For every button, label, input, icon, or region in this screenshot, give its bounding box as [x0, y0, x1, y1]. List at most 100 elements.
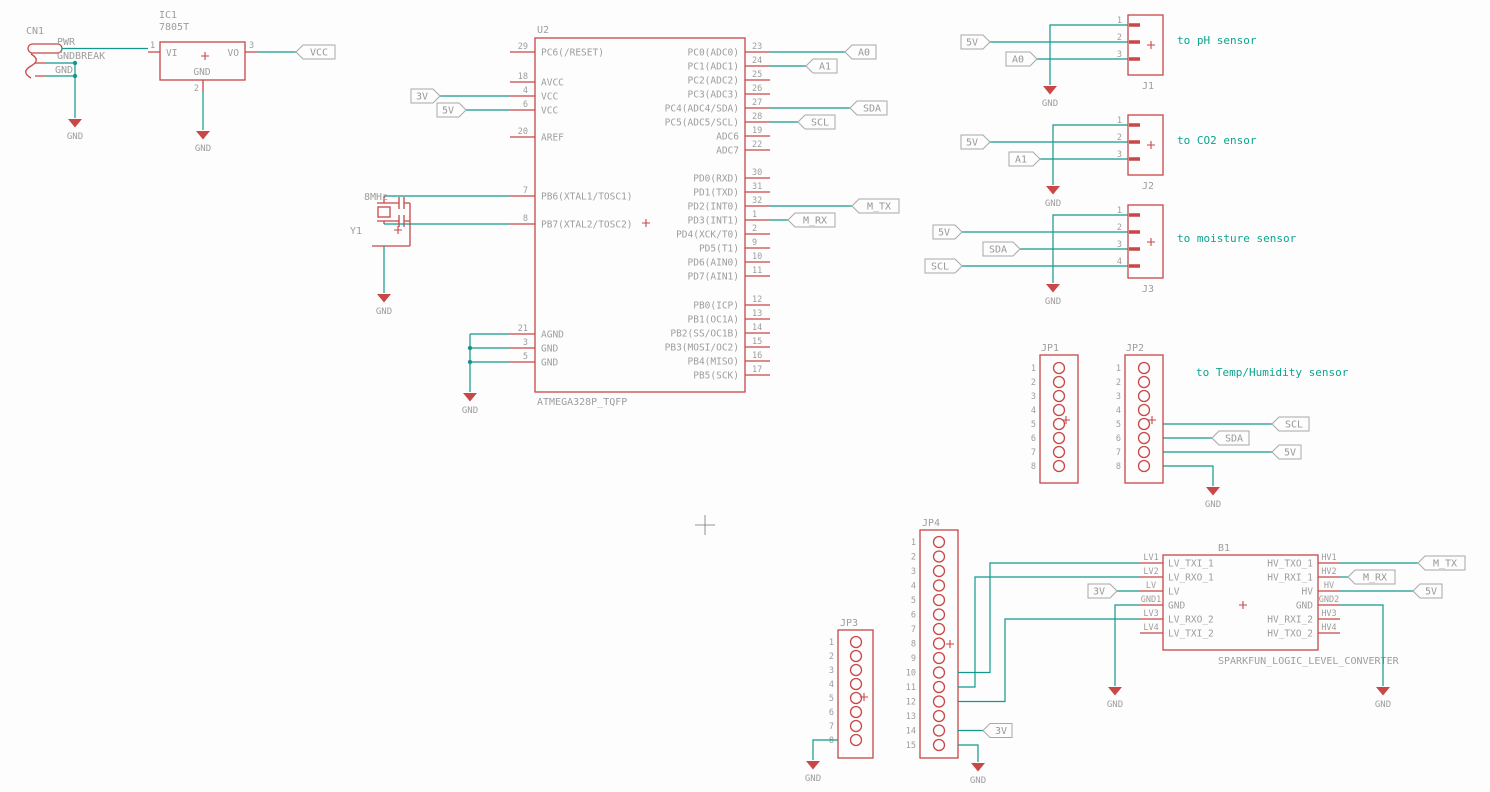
net-wire-gnd[interactable] — [1163, 465, 1214, 486]
pin-number: 10 — [906, 669, 916, 679]
net-flag-5v[interactable] — [960, 134, 991, 150]
net-wire-lv2[interactable] — [958, 576, 1140, 688]
header-jp4[interactable]: JP4 1 2 3 4 5 6 7 — [906, 518, 1140, 786]
pin-row: 3 — [911, 564, 946, 578]
net-flag-5v[interactable] — [1271, 444, 1302, 460]
pin-number: 1 — [1117, 206, 1122, 216]
gnd-symbol[interactable] — [1046, 284, 1060, 293]
connector-j2[interactable]: 1 2 3 5V A1 GND to CO2 ensor J2 — [960, 114, 1257, 209]
pin-row: 2 PD4(XCK/T0) — [676, 224, 770, 241]
net-flag-3v[interactable] — [1087, 583, 1118, 599]
pin-number: 1 — [1116, 364, 1121, 374]
mcu-body[interactable] — [534, 37, 746, 393]
net-wire-gnd[interactable] — [1049, 24, 1128, 85]
net-wire-lv1[interactable] — [958, 562, 1140, 674]
gnd-symbol[interactable] — [196, 131, 210, 140]
header-body[interactable] — [1039, 354, 1079, 484]
net-flag-a1[interactable] — [1008, 151, 1041, 167]
gnd-symbol[interactable] — [1206, 487, 1220, 496]
net-wire-gnd[interactable] — [46, 62, 76, 118]
pin-number: 13 — [906, 712, 916, 722]
mcu-u2[interactable]: U2 ATMEGA328P_TQFP 29 PC6(/RESET) 18 AVC… — [410, 25, 900, 416]
connector-j3[interactable]: 1 2 3 4 5V SDA SCL GND to moisture senso… — [924, 204, 1297, 307]
pin-name: GND — [541, 344, 558, 355]
resonator-y1[interactable]: GND 8MHz Y1 — [350, 192, 510, 317]
net-flag-scl[interactable] — [924, 258, 963, 274]
net-flag-vcc[interactable] — [295, 44, 336, 60]
connector-body[interactable] — [1127, 14, 1164, 76]
power-jack-cn1[interactable]: CN1 PWR GNDBREAK GND GND — [25, 26, 148, 142]
net-flag-a0[interactable] — [1005, 51, 1038, 67]
gnd-symbol[interactable] — [806, 761, 820, 770]
pin-number: 3 — [523, 338, 528, 348]
pin-number: 3 — [1117, 50, 1122, 60]
net-flag-mrx[interactable] — [1347, 569, 1396, 585]
pin-number: 3 — [1117, 240, 1122, 250]
pin-row: 1 — [829, 635, 863, 649]
level-converter-b1[interactable]: B1 SPARKFUN_LOGIC_LEVEL_CONVERTER LV1 LV… — [1087, 543, 1466, 710]
net-flag-5v[interactable] — [960, 34, 991, 50]
connector-body[interactable] — [1127, 204, 1164, 279]
net-wire-xtal[interactable] — [384, 195, 510, 225]
header-jp2[interactable]: JP2 1 2 3 4 5 6 7 — [1116, 343, 1349, 510]
net-flag-mtx[interactable] — [1417, 555, 1466, 571]
net-flag-mrx[interactable] — [787, 212, 836, 228]
header-body[interactable] — [1124, 354, 1164, 484]
converter-body[interactable] — [1162, 554, 1319, 651]
gnd-symbol[interactable] — [68, 119, 82, 128]
net-flag-3v[interactable] — [982, 723, 1013, 738]
pin-name: HV_TXO_2 — [1267, 629, 1313, 640]
net-wire-gnd[interactable] — [1052, 124, 1128, 185]
net-wire-gnd[interactable] — [1052, 214, 1128, 283]
net-wire-lv3[interactable] — [958, 618, 1140, 703]
pad-name: HV — [1324, 581, 1334, 591]
net-wire-gnd-bus[interactable] — [469, 333, 510, 392]
header-body[interactable] — [837, 629, 874, 759]
header-jp3[interactable]: JP3 1 2 3 4 5 6 7 — [805, 618, 874, 784]
gnd-symbol[interactable] — [971, 763, 985, 772]
gnd-symbol[interactable] — [1108, 687, 1122, 696]
net-flag-a1[interactable] — [805, 58, 838, 74]
pin-pad — [1129, 213, 1140, 217]
pin-name: PC0(ADC0) — [688, 48, 739, 59]
net-flag-5v[interactable] — [436, 102, 467, 118]
pin-number: 8 — [911, 640, 916, 650]
net-flag-sda[interactable] — [1211, 430, 1250, 446]
pin-pad — [1129, 40, 1140, 44]
net-flag-label: SCL — [811, 118, 829, 129]
gnd-symbol[interactable] — [1046, 186, 1060, 195]
pin-number: 11 — [752, 266, 762, 276]
pin-number: 6 — [1031, 434, 1036, 444]
connector-body[interactable] — [1127, 114, 1164, 176]
net-wire-gnd[interactable] — [958, 744, 979, 762]
crystal-body[interactable] — [377, 206, 391, 218]
gnd-symbol[interactable] — [1376, 687, 1390, 696]
pin-number: 4 — [1117, 257, 1122, 267]
gnd-symbol[interactable] — [1043, 86, 1057, 95]
gnd-symbol[interactable] — [463, 393, 477, 402]
net-flag-5v[interactable] — [1412, 583, 1443, 599]
pin-row: 1 — [1031, 361, 1066, 375]
mcu-pins-left-c: 20 AREF — [510, 127, 564, 144]
regulator-ic1[interactable]: IC1 7805T 1 3 2 VI VO GND GND VCC — [148, 10, 336, 154]
connector-j1[interactable]: 1 2 3 5V A0 GND to pH sensor J1 — [960, 14, 1257, 109]
pin-number: 1 — [150, 41, 155, 51]
net-flag-a0[interactable] — [844, 44, 877, 60]
pin-number: 1 — [1117, 116, 1122, 126]
net-flag-3v[interactable] — [410, 88, 441, 104]
net-wire-gnd[interactable] — [812, 739, 838, 760]
header-body[interactable] — [919, 529, 959, 759]
header-jp1[interactable]: JP1 1 2 3 4 5 6 7 — [1031, 343, 1079, 484]
net-flag-mtx[interactable] — [851, 198, 900, 214]
net-flag-sda[interactable] — [849, 100, 888, 116]
net-flag-sda[interactable] — [982, 241, 1021, 257]
net-flag-scl[interactable] — [797, 114, 836, 130]
net-wire-gnd1[interactable] — [1114, 604, 1140, 686]
pin-number: 32 — [752, 196, 762, 206]
net-flag-5v[interactable] — [932, 224, 963, 240]
net-flag-scl[interactable] — [1271, 416, 1310, 432]
gnd-symbol[interactable] — [377, 294, 391, 303]
part-value: ATMEGA328P_TQFP — [537, 397, 627, 408]
net-wire-gnd2[interactable] — [1340, 604, 1384, 686]
